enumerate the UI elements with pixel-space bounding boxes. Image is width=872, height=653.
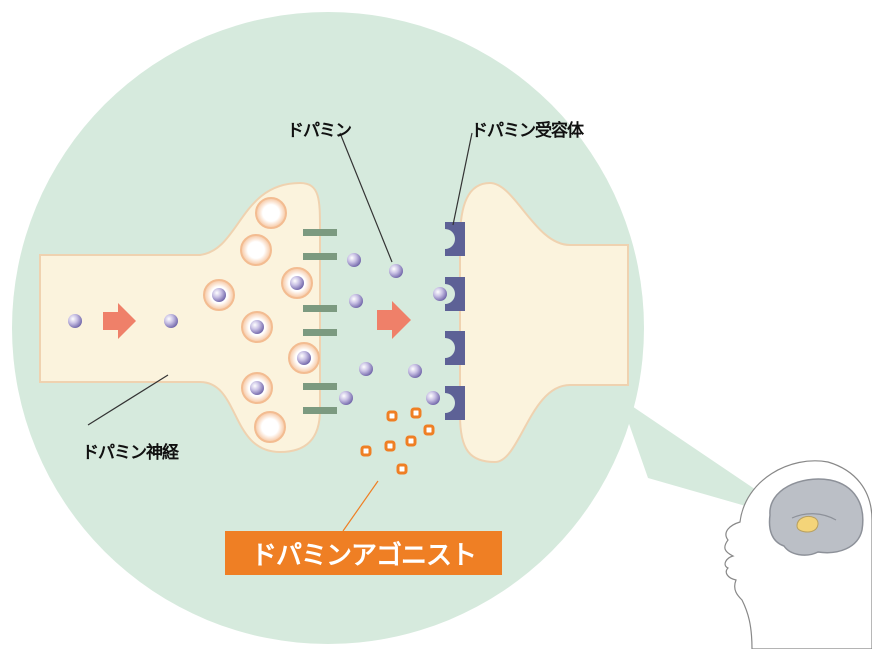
magnified-circle <box>12 12 644 644</box>
dopamine-molecule <box>347 253 361 267</box>
brain-fold <box>791 513 837 521</box>
agonist-molecule <box>386 410 398 422</box>
transporter-bar <box>303 253 337 260</box>
agonist-label-text: ドパミンアゴニスト <box>250 540 477 571</box>
label-dopamine-receptor: ドパミン受容体 <box>471 121 584 141</box>
dopamine-molecule <box>339 391 353 405</box>
leader-line-agonist <box>342 480 379 532</box>
vesicles <box>203 197 320 443</box>
leader-line-dopamine <box>339 132 393 263</box>
transporter-bar <box>303 229 337 236</box>
signal-arrow-icon <box>377 301 411 339</box>
transporter-bar <box>303 305 337 312</box>
dopamine-molecule <box>290 276 304 290</box>
leader-line-receptor <box>452 132 473 226</box>
agonist-molecule <box>423 424 435 436</box>
agonist-molecule <box>384 440 396 452</box>
head-icon <box>724 460 872 650</box>
label-dopamine-agonist: ドパミンアゴニスト <box>225 531 502 575</box>
transporter-bar <box>303 383 337 390</box>
receptor <box>445 222 465 256</box>
agonist-molecules <box>360 407 435 475</box>
dopamine-molecule <box>426 391 440 405</box>
signal-arrow-icon <box>103 303 136 339</box>
agonist-molecule <box>405 435 417 447</box>
transporter-bar <box>303 407 337 414</box>
vesicle-empty <box>240 234 272 266</box>
receptor <box>445 331 465 365</box>
agonist-molecule <box>410 407 422 419</box>
label-dopamine-neuron: ドパミン神経 <box>82 443 179 463</box>
agonist-molecule <box>360 445 372 457</box>
dopamine-molecule <box>68 314 82 328</box>
brain-shape <box>768 478 864 556</box>
vesicle-empty <box>255 197 287 229</box>
dopamine-molecule <box>349 294 363 308</box>
substantia-nigra-spot <box>796 515 819 533</box>
dopamine-molecule <box>250 381 264 395</box>
dopamine-molecule <box>250 320 264 334</box>
dopamine-molecule <box>212 288 226 302</box>
dopamine-molecule <box>433 287 447 301</box>
vesicle-empty <box>254 411 286 443</box>
dopamine-molecule <box>164 314 178 328</box>
agonist-molecule <box>396 463 408 475</box>
dopamine-molecule <box>297 351 311 365</box>
leader-lines <box>87 132 473 532</box>
transporters <box>303 229 337 414</box>
receptor <box>445 277 465 311</box>
dopamine-molecule <box>408 364 422 378</box>
receptor <box>445 386 465 420</box>
dopamine-molecule <box>389 264 403 278</box>
transporter-bar <box>303 329 337 336</box>
label-dopamine: ドパミン <box>287 121 352 141</box>
dopamine-molecules <box>68 253 447 405</box>
receptors <box>445 222 465 420</box>
leader-line-neuron <box>87 374 169 426</box>
dopamine-molecule <box>359 362 373 376</box>
